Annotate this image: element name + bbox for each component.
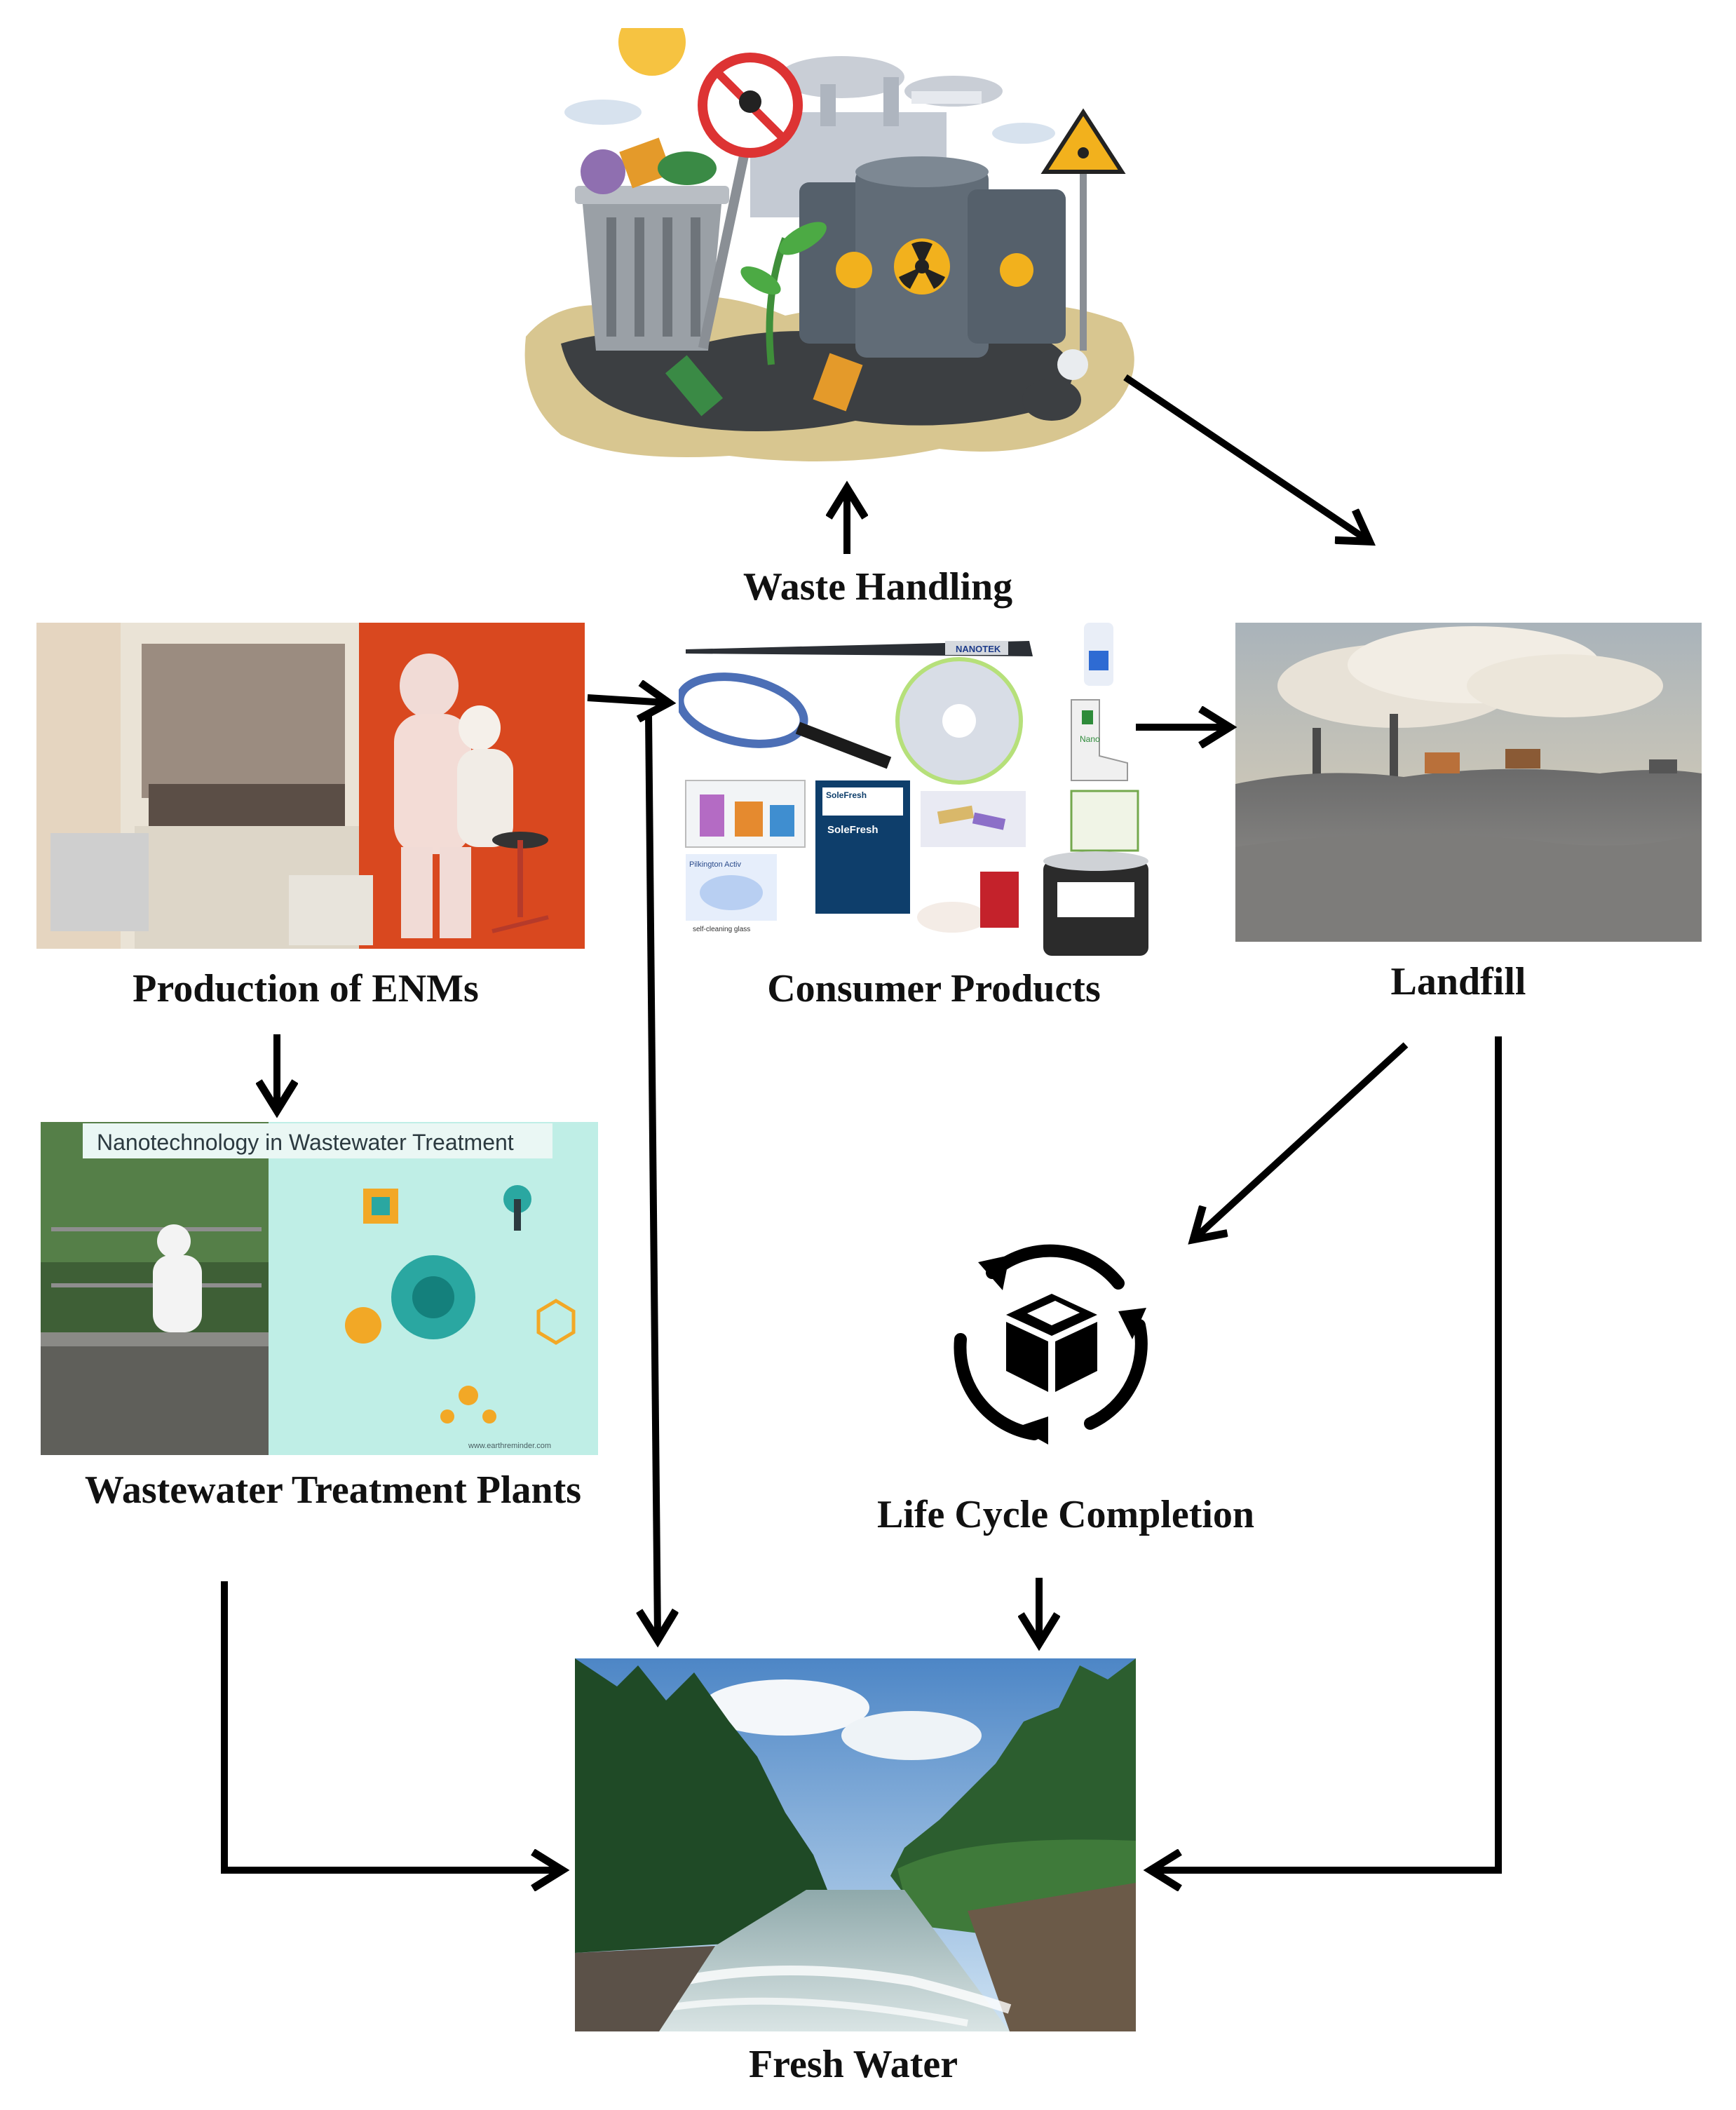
- arrow-landfill-to-freshwater: [1153, 1036, 1502, 1870]
- solefresh-label-2: SoleFresh: [827, 824, 879, 836]
- life-cycle-label: Life Cycle Completion: [876, 1493, 1255, 1536]
- consumer-products-label: Consumer Products: [767, 967, 1101, 1010]
- arrow-wastewater-to-freshwater: [221, 1581, 560, 1870]
- landfill-photo: [1235, 623, 1702, 942]
- sock-label: Nano: [1080, 734, 1100, 744]
- waste-handling-illustration: [519, 28, 1150, 477]
- production-label: Production of ENMs: [133, 967, 479, 1010]
- bat-brand-label: NANOTEK: [956, 644, 1001, 654]
- arrow-production-to-products: [587, 698, 666, 703]
- waste-handling-label: Waste Handling: [742, 565, 1013, 609]
- consumer-products-collage: NANOTEK Nano SoleFresh SoleFresh: [679, 623, 1155, 959]
- wastewater-treatment-image: Nanotechnology in Wastewater Treatment w…: [41, 1122, 598, 1455]
- banner-title: Nanotechnology in Wastewater Treatment: [97, 1130, 514, 1155]
- arrow-products-to-freshwater: [649, 715, 658, 1637]
- fresh-water-label: Fresh Water: [748, 2043, 958, 2086]
- wastewater-label: Wastewater Treatment Plants: [84, 1468, 582, 1512]
- pilkington-label: Pilkington Activ: [689, 860, 741, 869]
- image-credit: www.earthreminder.com: [468, 1442, 551, 1450]
- landfill-label: Landfill: [1390, 960, 1526, 1003]
- glass-caption: self-cleaning glass: [693, 926, 750, 933]
- arrow-waste-to-landfill: [1123, 374, 1367, 540]
- solefresh-label-1: SoleFresh: [826, 790, 867, 800]
- life-cycle-icon: [936, 1234, 1167, 1452]
- production-lab-photo: [36, 623, 585, 949]
- fresh-water-photo: [575, 1658, 1136, 2031]
- arrow-landfill-to-lifecycle: [1195, 1042, 1409, 1238]
